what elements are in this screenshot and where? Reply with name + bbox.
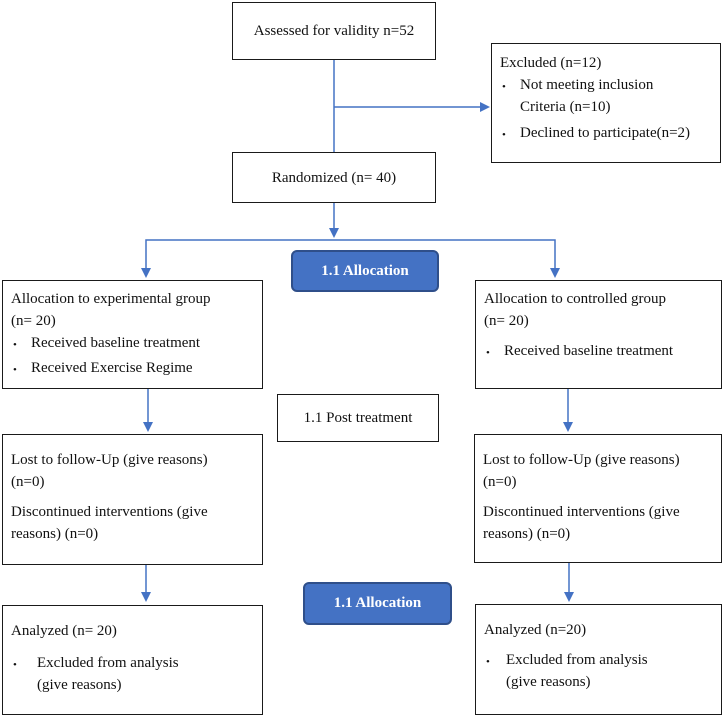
- excluded-item-declined: Declined to participate(n=2): [500, 122, 712, 146]
- allocation-badge-top: 1.1 Allocation: [291, 250, 439, 292]
- followup-left-discontinued-n: reasons) (n=0): [11, 526, 99, 542]
- analyzed-right-title: Analyzed (n=20): [484, 622, 587, 638]
- assessed-box: Assessed for validity n=52: [232, 2, 436, 60]
- controlled-item-baseline: Received baseline treatment: [484, 340, 713, 364]
- experimental-group-box: Allocation to experimental group (n= 20)…: [2, 280, 263, 389]
- allocation-badge-bottom: 1.1 Allocation: [303, 582, 452, 625]
- experimental-title: Allocation to experimental group: [11, 291, 211, 307]
- experimental-item-exercise: Received Exercise Regime: [11, 357, 254, 381]
- randomized-box: Randomized (n= 40): [232, 152, 436, 203]
- analyzed-left-item: Excluded from analysis (give reasons): [11, 652, 254, 696]
- followup-right-discontinued: Discontinued interventions (give: [483, 504, 680, 520]
- analyzed-left-title: Analyzed (n= 20): [11, 623, 117, 639]
- analyzed-right-box: Analyzed (n=20) Excluded from analysis (…: [475, 604, 722, 715]
- followup-right-lost-n: (n=0): [483, 474, 517, 490]
- analyzed-left-box: Analyzed (n= 20) Excluded from analysis …: [2, 605, 263, 715]
- followup-right-lost: Lost to follow-Up (give reasons): [483, 452, 680, 468]
- excluded-item-criteria: Not meeting inclusion Criteria (n=10): [500, 74, 712, 118]
- post-treatment-text: 1.1 Post treatment: [303, 410, 413, 426]
- followup-left-discontinued: Discontinued interventions (give: [11, 504, 208, 520]
- arrow-split-right: [334, 239, 560, 278]
- randomized-text: Randomized (n= 40): [271, 169, 397, 186]
- assessed-text: Assessed for validity n=52: [253, 23, 415, 39]
- experimental-count: (n= 20): [11, 313, 56, 329]
- experimental-item-baseline: Received baseline treatment: [11, 332, 254, 356]
- followup-right-box: Lost to follow-Up (give reasons) (n=0) D…: [474, 434, 722, 563]
- controlled-count: (n= 20): [484, 313, 529, 329]
- controlled-group-box: Allocation to controlled group (n= 20) R…: [475, 280, 722, 389]
- followup-right-discontinued-n: reasons) (n=0): [483, 526, 571, 542]
- followup-left-box: Lost to follow-Up (give reasons) (n=0) D…: [2, 434, 263, 565]
- excluded-title: Excluded (n=12): [500, 55, 602, 71]
- excluded-box: Excluded (n=12) Not meeting inclusion Cr…: [491, 43, 721, 163]
- followup-left-lost-n: (n=0): [11, 474, 45, 490]
- controlled-title: Allocation to controlled group: [484, 291, 667, 307]
- post-treatment-box: 1.1 Post treatment: [277, 394, 439, 442]
- followup-left-lost: Lost to follow-Up (give reasons): [11, 452, 208, 468]
- arrow-split-left: [141, 239, 334, 278]
- analyzed-right-item: Excluded from analysis (give reasons): [484, 649, 713, 693]
